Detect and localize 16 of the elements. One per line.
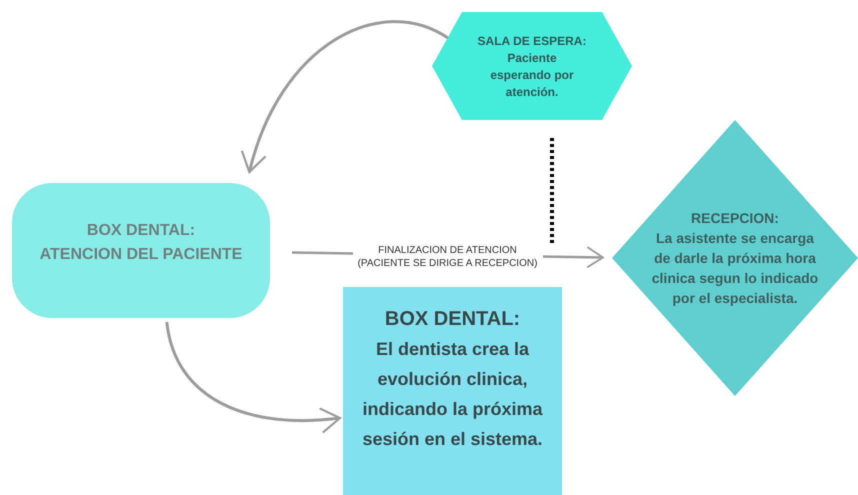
node-text: La asistente se encarga de darle la próxima hora clinica segun lo indicado por el especialista. [650,229,820,308]
node-heading: BOX DENTAL: [384,307,520,332]
decision-diamond [612,120,858,396]
arrow [165,322,342,433]
node-text: El dentista crea la evolución clinica, indicando la próxima sesión en el sistema. [361,338,544,451]
node-heading: RECEPCION: [691,209,779,228]
node-heading: SALA DE ESPERA: [478,32,586,50]
process-box [343,287,562,495]
edge-label: FINALIZACION DE ATENCION (PACIENTE SE DIRIGE A RECEPCION) [352,244,542,270]
node-text: ATENCION DEL PACIENTE [40,244,242,264]
rounded-process-box [12,183,270,318]
hexagon-node [432,12,632,120]
node-heading: BOX DENTAL: [86,220,196,240]
dotted-connector [550,138,554,245]
node-text: Paciente esperando por atención. [489,50,575,100]
arrow [242,20,449,174]
